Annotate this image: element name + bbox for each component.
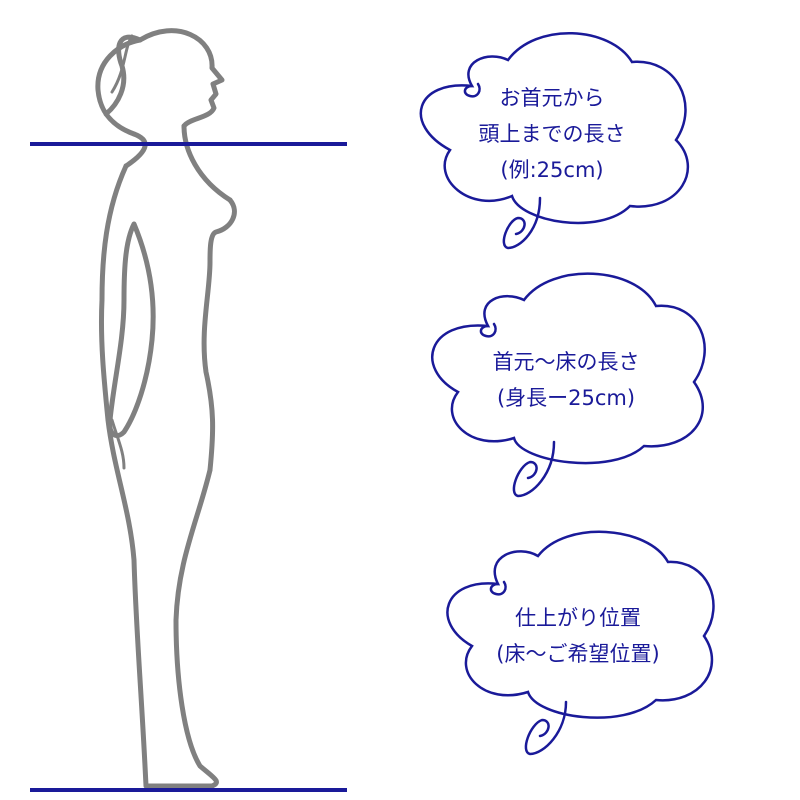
torso-front xyxy=(201,259,216,473)
bubble-3-tail xyxy=(524,700,568,756)
ponytail-inner xyxy=(110,34,134,94)
neck-front xyxy=(181,123,233,203)
bubble-3-curl xyxy=(489,580,507,596)
thought-bubble-1 xyxy=(419,31,689,250)
bubble-3-line-1: 仕上がり位置 xyxy=(515,606,641,630)
bubble-2-line-1: 首元〜床の長さ xyxy=(492,350,640,374)
bubble-1-line-3: (例:25cm) xyxy=(500,158,604,182)
bubble-1-text: お首元から 頭上までの長さ (例:25cm) xyxy=(422,80,682,188)
bubble-1-line-2: 頭上までの長さ xyxy=(478,122,626,146)
bubble-3-line-2: (床〜ご希望位置) xyxy=(496,642,660,666)
thought-bubble-3 xyxy=(446,530,715,756)
bubble-2-tail xyxy=(512,440,556,498)
head-back xyxy=(95,37,143,137)
woman-silhouette xyxy=(95,28,237,789)
bubble-1-curl xyxy=(463,82,481,98)
back-neck xyxy=(123,131,148,169)
bubble-2-text: 首元〜床の長さ (身長ー25cm) xyxy=(436,344,696,416)
bubble-3-outline xyxy=(446,530,715,719)
face-profile xyxy=(137,28,225,129)
bust xyxy=(207,197,237,265)
bubble-2-line-2: (身長ー25cm) xyxy=(496,386,636,410)
back-body xyxy=(98,163,149,789)
thought-bubble-2 xyxy=(431,272,706,498)
arm-outline xyxy=(107,221,156,438)
bubble-2-curl xyxy=(479,322,497,338)
hip-line xyxy=(110,418,126,470)
front-leg xyxy=(145,467,219,789)
bubble-3-text: 仕上がり位置 (床〜ご希望位置) xyxy=(448,600,708,672)
bubble-1-outline xyxy=(419,31,689,225)
bubble-1-line-1: お首元から xyxy=(499,86,605,110)
bubble-2-outline xyxy=(431,272,706,465)
bubble-1-tail xyxy=(502,196,542,250)
